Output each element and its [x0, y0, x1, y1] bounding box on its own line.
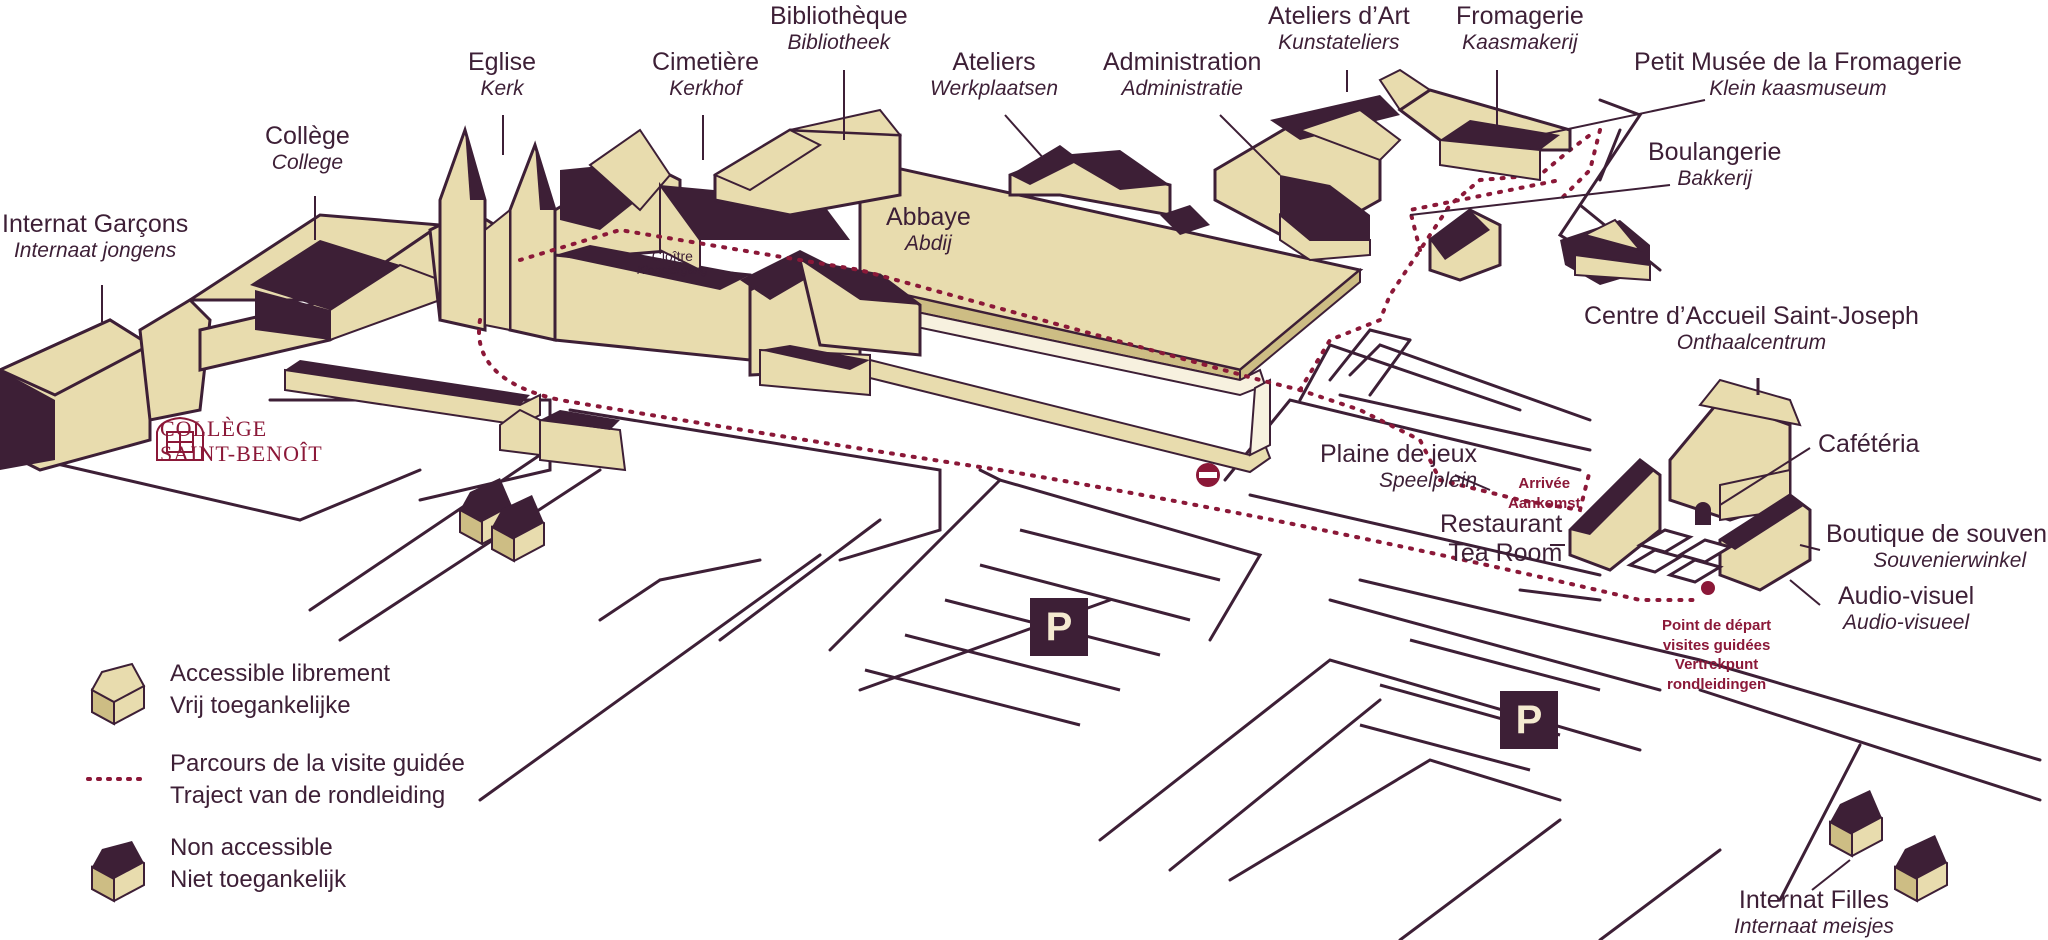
parking-icon: P	[1030, 598, 1088, 656]
left-buildings	[0, 108, 922, 472]
label-cafeteria[interactable]: Cafétéria	[1818, 430, 1920, 458]
tour-route	[477, 128, 1702, 602]
house-dark-roof-icon	[88, 836, 152, 892]
no-entry-icon	[1196, 463, 1220, 487]
pointer-lines	[101, 70, 1851, 891]
centre-accueil-buildings	[1568, 378, 1812, 592]
right-buildings	[1008, 68, 1651, 285]
college-saint-benoit-logo: COLLÈGE SAINT-BENOÎT	[160, 416, 323, 467]
abbey-wall	[858, 158, 1364, 474]
house-light-roof-icon	[88, 662, 152, 718]
start-point-marker	[1701, 581, 1715, 595]
legend-symbols	[86, 662, 150, 903]
college-crest-icon	[156, 416, 204, 461]
dotted-line-icon	[88, 752, 152, 808]
label-boutique[interactable]: Boutique de souvenirsSouvenierwinkel	[1826, 520, 2048, 572]
roads	[38, 98, 2042, 940]
parking-icon: P	[1500, 691, 1558, 749]
